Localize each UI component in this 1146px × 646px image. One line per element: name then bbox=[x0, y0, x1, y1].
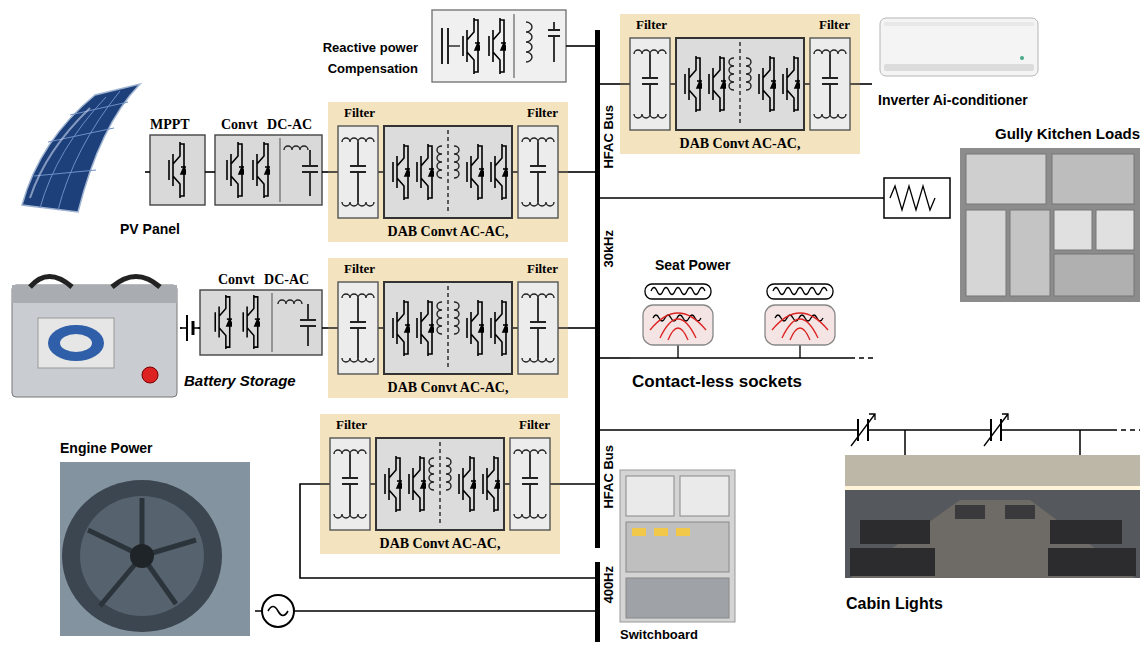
bus-wire bbox=[568, 327, 595, 329]
bus-wire bbox=[205, 171, 215, 173]
node-label: Inverter Ai-conditioner bbox=[878, 92, 1028, 108]
node-label: Convt DC-AC bbox=[221, 117, 312, 133]
node-label: Battery Storage bbox=[184, 372, 296, 389]
node-label: Filter bbox=[344, 105, 375, 121]
bus-wire bbox=[255, 610, 595, 612]
dc-ac-circuit bbox=[200, 290, 322, 355]
node-label: PV Panel bbox=[120, 221, 180, 237]
engine-picture bbox=[60, 462, 250, 636]
bus-wire bbox=[145, 171, 150, 173]
bus-wire bbox=[600, 197, 880, 199]
bus-wire bbox=[322, 327, 328, 329]
node-label: Seat Power bbox=[655, 257, 730, 273]
bus-wire bbox=[300, 484, 595, 578]
cabin-picture bbox=[840, 414, 1140, 578]
battery-storage: Battery Storage bbox=[8, 268, 180, 400]
generator-symbol bbox=[262, 595, 294, 627]
node-label: Filter bbox=[527, 105, 558, 121]
bus-wire bbox=[322, 171, 328, 173]
node-label: Filter bbox=[336, 417, 367, 433]
battery-cell-symbol bbox=[180, 314, 200, 342]
bus-wire bbox=[560, 483, 595, 485]
node-label: Contact-less sockets bbox=[632, 372, 802, 392]
galley-load: Gully Kitchen Loads bbox=[880, 125, 1142, 305]
node-label: HFAC Bus bbox=[601, 105, 616, 169]
dc-ac-circuit bbox=[215, 135, 322, 205]
hfac-bus: HFAC Bus30kHzHFAC Bus bbox=[595, 30, 600, 548]
air-conditioner-picture bbox=[880, 18, 1038, 76]
node-label: DAB Convt AC-AC, bbox=[620, 136, 860, 152]
compensation-circuit bbox=[432, 10, 566, 82]
dab-converter: Filter FilterDAB Convt AC-AC, bbox=[320, 414, 560, 554]
bus-wire bbox=[600, 429, 840, 431]
node-label: 30kHz bbox=[601, 230, 616, 268]
node-label: Filter bbox=[527, 261, 558, 277]
galley-picture bbox=[880, 148, 1140, 302]
contactless-socket-picture bbox=[630, 284, 874, 358]
dab-converter: Filter FilterDAB Convt AC-AC, bbox=[328, 258, 568, 398]
dab-converter-art bbox=[320, 14, 860, 554]
battery-picture bbox=[12, 277, 177, 398]
bus-wire bbox=[568, 171, 595, 173]
node-label: Cabin Lights bbox=[846, 595, 943, 613]
node-label: Engine Power bbox=[60, 440, 153, 456]
bus-wire bbox=[566, 45, 595, 47]
node-label: DAB Convt AC-AC, bbox=[328, 224, 568, 240]
node-label: HFAC Bus bbox=[601, 445, 616, 509]
node-label: Gully Kitchen Loads bbox=[995, 125, 1140, 142]
switchboard-picture bbox=[620, 470, 735, 622]
mppt-circuit bbox=[150, 135, 205, 205]
compensation-box: Reactive power Compensation bbox=[432, 10, 566, 82]
seat-power: Seat PowerContact-less sockets bbox=[630, 255, 880, 392]
mppt-converter: MPPT bbox=[150, 135, 205, 205]
node-label: Filter bbox=[519, 417, 550, 433]
dab-converter: Filter FilterDAB Convt AC-AC, bbox=[328, 102, 568, 242]
400hz-bus: 400Hz bbox=[595, 562, 600, 642]
bus-wire bbox=[600, 83, 620, 85]
node-label: Convt DC-AC bbox=[218, 272, 309, 288]
bus-wire bbox=[600, 357, 630, 359]
node-label: Switchboard bbox=[620, 627, 698, 642]
node-label: DAB Convt AC-AC, bbox=[328, 380, 568, 396]
node-label: Reactive power Compensation bbox=[288, 38, 418, 80]
engine-power: Engine Power bbox=[55, 440, 255, 640]
dc-ac-converter: Convt DC-AC bbox=[215, 135, 322, 205]
switchboard: Switchboard bbox=[620, 470, 745, 642]
node-label: Filter bbox=[344, 261, 375, 277]
pv-panel-picture bbox=[22, 84, 140, 212]
node-label: MPPT bbox=[150, 117, 190, 133]
bus-wire bbox=[860, 83, 872, 85]
pv-panel: PV Panel bbox=[10, 80, 145, 215]
node-label: DAB Convt AC-AC, bbox=[320, 536, 560, 552]
dab-converter: Filter FilterDAB Convt AC-AC, bbox=[620, 14, 860, 154]
air-conditioner: Inverter Ai-conditioner bbox=[872, 12, 1052, 110]
node-label: Filter bbox=[636, 17, 667, 33]
cabin-lights: Cabin Lights bbox=[840, 415, 1142, 615]
node-label: 400Hz bbox=[601, 566, 616, 604]
dc-ac-converter: Convt DC-AC bbox=[200, 290, 322, 355]
node-label: Filter bbox=[819, 17, 850, 33]
